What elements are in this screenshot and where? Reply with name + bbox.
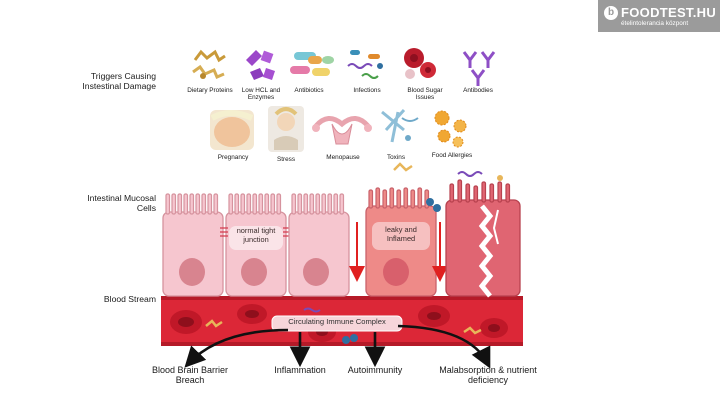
outcome-arrows [184, 324, 491, 369]
section-label-cells: Intestinal Mucosal Cells [87, 193, 156, 213]
outcome-blood-brain-barrier: Blood Brain Barrier Breach [151, 365, 229, 386]
trigger-label-dietary-proteins: Dietary Proteins [187, 87, 233, 94]
foodtest-watermark: b FOODTEST.HU ételintolerancia központ [598, 0, 720, 32]
trigger-label-blood-sugar: Blood Sugar Issues [407, 87, 443, 102]
antibody-icon [462, 51, 496, 86]
cell-normal-1 [162, 193, 224, 297]
uterus-icon [312, 116, 372, 145]
cell-normal-3 [288, 193, 350, 297]
outcome-malabsorption: Malabsorption & nutrient deficiency [439, 365, 537, 386]
normal-tight-junction-label: normal tight junction [236, 226, 276, 244]
cell-leaky [349, 162, 448, 297]
trigger-label-infections: Infections [353, 87, 381, 94]
cell-normal-2 [225, 193, 287, 297]
brand-name: FOODTEST.HU [621, 5, 717, 20]
section-label-blood: Blood Stream [103, 294, 156, 304]
trigger-label-pregnancy: Pregnancy [217, 154, 249, 161]
leaky-inflamed-label: leaky and Inflamed [385, 225, 417, 243]
cell-damaged [445, 171, 521, 298]
immune-particles [205, 307, 482, 344]
outcome-autoimmunity: Autoimmunity [347, 365, 403, 375]
trigger-label-toxins: Toxins [386, 154, 406, 161]
pregnant-woman-icon [210, 110, 254, 150]
enzymes-icon [246, 50, 275, 80]
trigger-label-menopause: Menopause [326, 154, 360, 161]
outcome-inflammation: Inflammation [274, 365, 326, 375]
pills-icon [290, 52, 334, 76]
brand-logo-icon: b [604, 6, 618, 20]
trigger-label-antibiotics: Antibiotics [294, 87, 324, 94]
immune-complex-label: Circulating Immune Complex [288, 317, 386, 326]
immune-complex-box [271, 315, 403, 332]
blood-cells-icon [404, 48, 436, 79]
dietary-proteins-icon [192, 49, 226, 79]
trigger-label-food-allergies: Food Allergies [431, 152, 473, 159]
stressed-person-icon [268, 106, 304, 152]
section-label-triggers: Triggers Causing Instestinal Damage [82, 71, 156, 91]
brand-tagline: ételintolerancia központ [621, 20, 689, 27]
pollen-icon [434, 110, 467, 148]
toxins-icon [381, 108, 419, 143]
trigger-label-enzymes: Low HCL and Enzymes [241, 87, 281, 102]
trigger-label-stress: Stress [276, 156, 296, 163]
bacteria-icon [347, 50, 383, 79]
trigger-label-antibodies: Antibodies [463, 87, 493, 94]
